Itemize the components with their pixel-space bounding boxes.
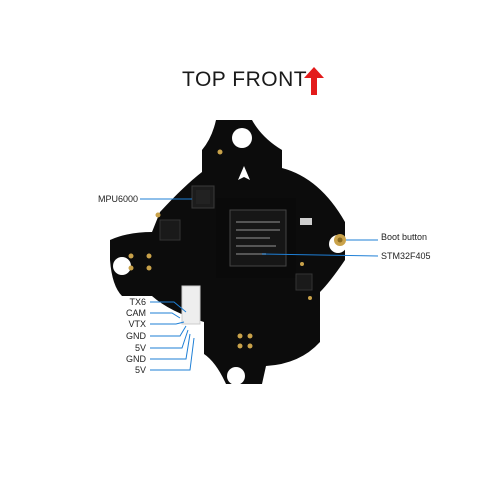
small-components	[159, 218, 313, 325]
page-title: TOP FRONT	[182, 68, 308, 91]
pin-label-cam: CAM	[126, 308, 146, 318]
stm32f405-label: STM32F405	[381, 251, 431, 261]
stm32f405-chip	[216, 198, 296, 278]
boot-button-part	[334, 234, 346, 246]
pin-label-5v: 5V	[134, 365, 146, 375]
pin-label-tx6: TX6	[129, 297, 146, 307]
mpu6000-chip	[191, 185, 215, 209]
up-arrow-icon	[304, 67, 324, 95]
mpu6000-label: MPU6000	[97, 194, 138, 204]
pin-label-gnd: GND	[126, 331, 146, 341]
boot-button-label: Boot button	[381, 232, 428, 242]
pin-label-5v: 5V	[134, 343, 146, 353]
solder-pads	[128, 149, 312, 349]
pin-label-gnd: GND	[126, 354, 146, 364]
pin-label-vtx: VTX	[128, 319, 146, 329]
callout-lines	[140, 198, 379, 371]
brand-logo	[238, 166, 250, 180]
